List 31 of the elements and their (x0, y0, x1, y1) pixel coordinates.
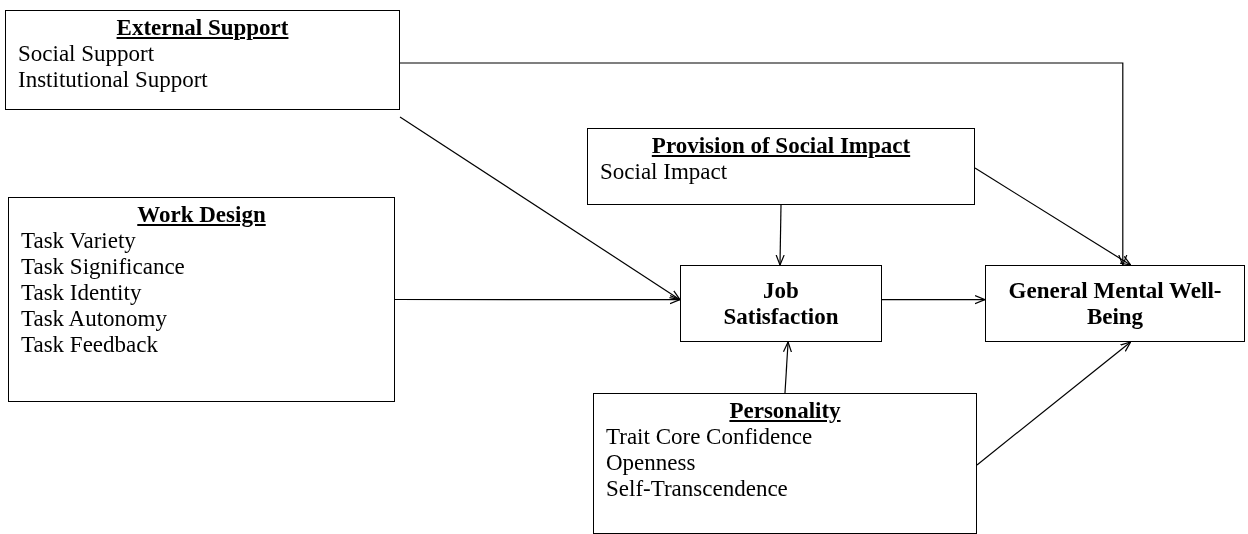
support-box (5, 10, 400, 110)
factor-label: Task Variety (21, 228, 137, 254)
arrow (399, 116, 681, 301)
arrow (775, 204, 785, 266)
box-label: Job Satisfaction (722, 277, 840, 330)
factor-label: Task Significance (21, 254, 186, 280)
arrow (881, 295, 986, 305)
factor-label: Task Autonomy (21, 306, 168, 332)
factor-label: Task Identity (21, 280, 143, 306)
box-heading: Work Design (136, 202, 267, 228)
factor-label: Trait Core Confidence (606, 424, 814, 450)
box-heading: Personality (728, 398, 842, 424)
design-box (8, 197, 395, 402)
arrow (976, 341, 1132, 466)
arrow (399, 62, 1128, 266)
outcome-box (985, 265, 1245, 342)
factor-label: Social Impact (600, 159, 729, 185)
outcome-box (680, 265, 882, 342)
factor-label: Institutional Support (18, 67, 209, 93)
factor-label: Self-Transcendence (606, 476, 789, 502)
arrow (782, 341, 793, 394)
factor-label: Openness (606, 450, 697, 476)
factor-label: Social Support (18, 41, 156, 67)
factor-label: Task Feedback (21, 332, 159, 358)
arrow (974, 167, 1132, 266)
box-label: General Mental Well-Being (1008, 277, 1222, 330)
personality-box (593, 393, 977, 534)
impact-box (587, 128, 975, 205)
arrow (394, 295, 681, 305)
box-heading: Provision of Social Impact (650, 133, 912, 159)
box-heading: External Support (115, 15, 290, 41)
